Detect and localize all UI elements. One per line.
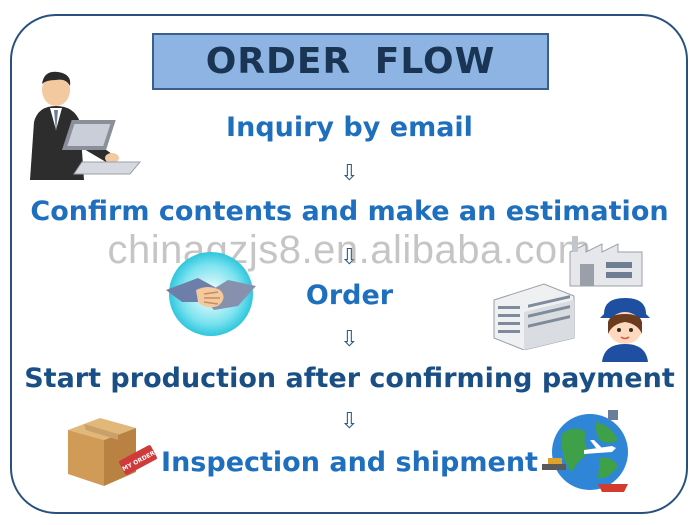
handshake-icon <box>158 250 264 338</box>
step-start-production: Start production after confirming paymen… <box>0 363 699 394</box>
step-confirm-estimation: Confirm contents and make an estimation <box>0 196 699 227</box>
cardboard-box-icon: MY ORDER <box>60 410 160 488</box>
page-title: ORDER FLOW <box>206 41 496 82</box>
office-building-icon <box>488 278 578 350</box>
title-banner: ORDER FLOW <box>152 33 549 90</box>
businessman-laptop-icon <box>22 70 147 182</box>
worker-girl-icon <box>594 294 656 362</box>
globe-shipping-icon <box>538 400 642 496</box>
factory-icon <box>566 230 646 290</box>
